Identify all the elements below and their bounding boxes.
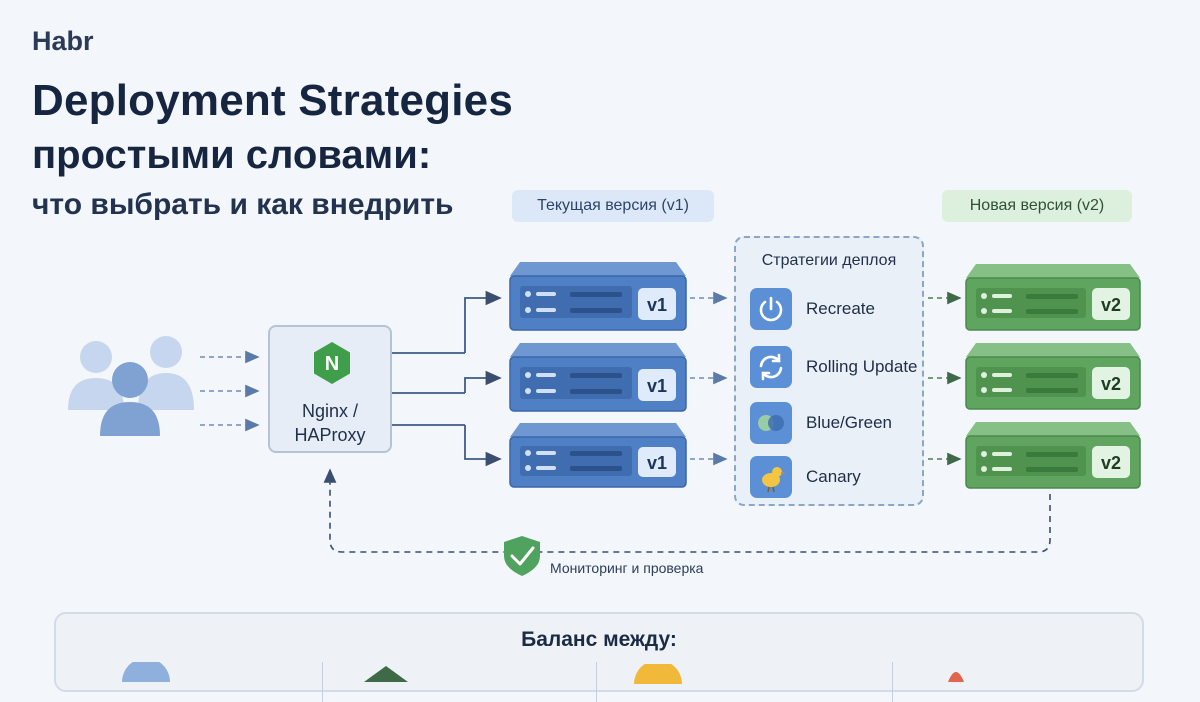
server-v1-2 [509,343,687,412]
monitoring-label: Мониторинг и проверка [550,560,704,576]
load-balancer: N Nginx / HAProxy [268,325,392,453]
title-line-2: простыми словами: [32,133,432,177]
current-version-label: Текущая версия (v1) [512,190,714,222]
divider [892,662,893,702]
v1-tag-3: v1 [647,453,667,473]
brand-logo: Habr [32,26,94,56]
v2-tag-1: v2 [1101,295,1121,315]
v2-tag-2: v2 [1101,374,1121,394]
server-v2-2 [965,343,1141,410]
diagram-connectors: v1 v1 v1 v2 v2 v2 [68,262,1141,576]
server-v2-3 [965,422,1141,489]
load-balancer-label-1: Nginx / [301,401,359,421]
server-v2-1 [965,264,1141,331]
balance-title: Баланс между: [521,628,677,651]
server-v1-3 [509,423,687,488]
v2-tag-3: v2 [1101,453,1121,473]
shield-check-icon [504,536,540,576]
load-balancer-label-2: HAProxy [294,425,366,445]
bird-icon [750,456,792,498]
strategy-recreate: Recreate [806,299,875,318]
title-line-1: Deployment Strategies [32,76,514,125]
speed-gauge-icon [122,662,170,682]
divider [596,662,597,702]
refresh-icon [750,346,792,388]
divider [322,662,323,702]
users-icon [68,336,194,436]
power-icon [750,288,792,330]
nginx-logo-letter: N [325,353,339,375]
strategy-canary: Canary [806,467,861,486]
new-version-label: Новая версия (v2) [942,190,1132,222]
server-v1-1 [509,262,687,331]
strategies-panel: Стратегии деплоя Recreate Rolling Update… [734,236,924,506]
strategies-title: Стратегии деплоя [761,252,897,269]
shield-icon [364,666,408,682]
subtitle: что выбрать и как внедрить [32,188,454,221]
strategy-rolling-update: Rolling Update [806,357,918,376]
nginx-logo-icon: N [314,342,350,384]
blue-green-icon [750,402,792,444]
coin-icon [634,664,682,684]
v1-tag-1: v1 [647,295,667,315]
balance-panel: Баланс между: [54,612,1144,702]
v1-tag-2: v1 [647,376,667,396]
strategy-blue-green: Blue/Green [806,413,892,432]
rocket-icon [948,672,964,682]
